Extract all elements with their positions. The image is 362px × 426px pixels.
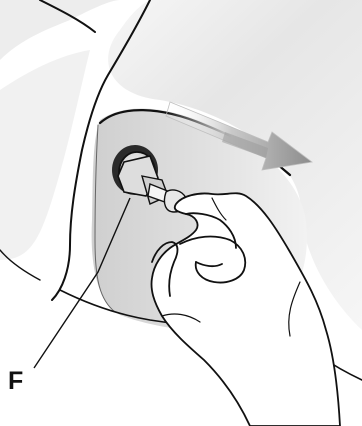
callout-label-f: F <box>8 369 23 394</box>
